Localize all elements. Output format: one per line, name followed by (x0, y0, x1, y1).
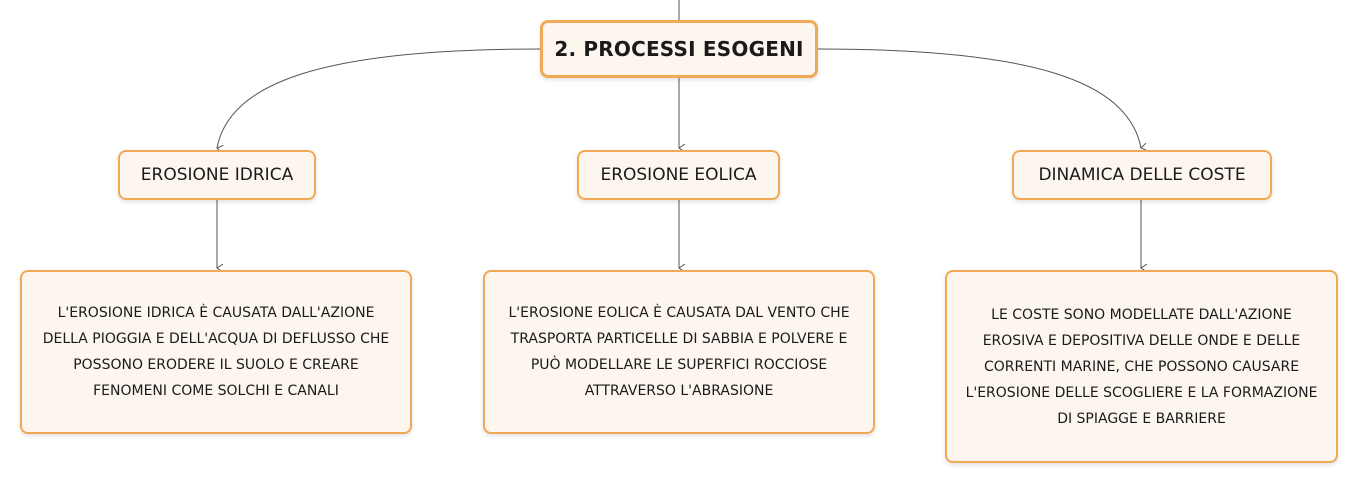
leaf-node-text: L'EROSIONE EOLICA È CAUSATA DAL VENTO CH… (508, 305, 850, 399)
connector-root-to-dinamica-coste (817, 48, 1141, 148)
leaf-node-text: L'EROSIONE IDRICA È CAUSATA DALL'AZIONE … (42, 305, 390, 399)
leaf-node-dinamica-coste-description[interactable]: LE COSTE SONO MODELLATE DALL'AZIONE EROS… (945, 270, 1338, 463)
leaf-node-erosione-eolica-description[interactable]: L'EROSIONE EOLICA È CAUSATA DAL VENTO CH… (483, 270, 875, 434)
root-node-processi-esogeni[interactable]: 2. PROCESSI ESOGENI (540, 20, 818, 78)
leaf-node-erosione-idrica-description[interactable]: L'EROSIONE IDRICA È CAUSATA DALL'AZIONE … (20, 270, 412, 434)
leaf-node-text: LE COSTE SONO MODELLATE DALL'AZIONE EROS… (965, 306, 1318, 427)
branch-node-dinamica-coste[interactable]: DINAMICA DELLE COSTE (1012, 150, 1272, 200)
branch-node-label: EROSIONE IDRICA (140, 165, 294, 185)
root-node-label: 2. PROCESSI ESOGENI (554, 37, 804, 61)
branch-node-label: EROSIONE EOLICA (600, 165, 757, 185)
branch-node-erosione-idrica[interactable]: EROSIONE IDRICA (118, 150, 316, 200)
branch-node-erosione-eolica[interactable]: EROSIONE EOLICA (577, 150, 780, 200)
branch-node-label: DINAMICA DELLE COSTE (1038, 165, 1246, 185)
connector-root-to-erosione-idrica (217, 48, 541, 148)
